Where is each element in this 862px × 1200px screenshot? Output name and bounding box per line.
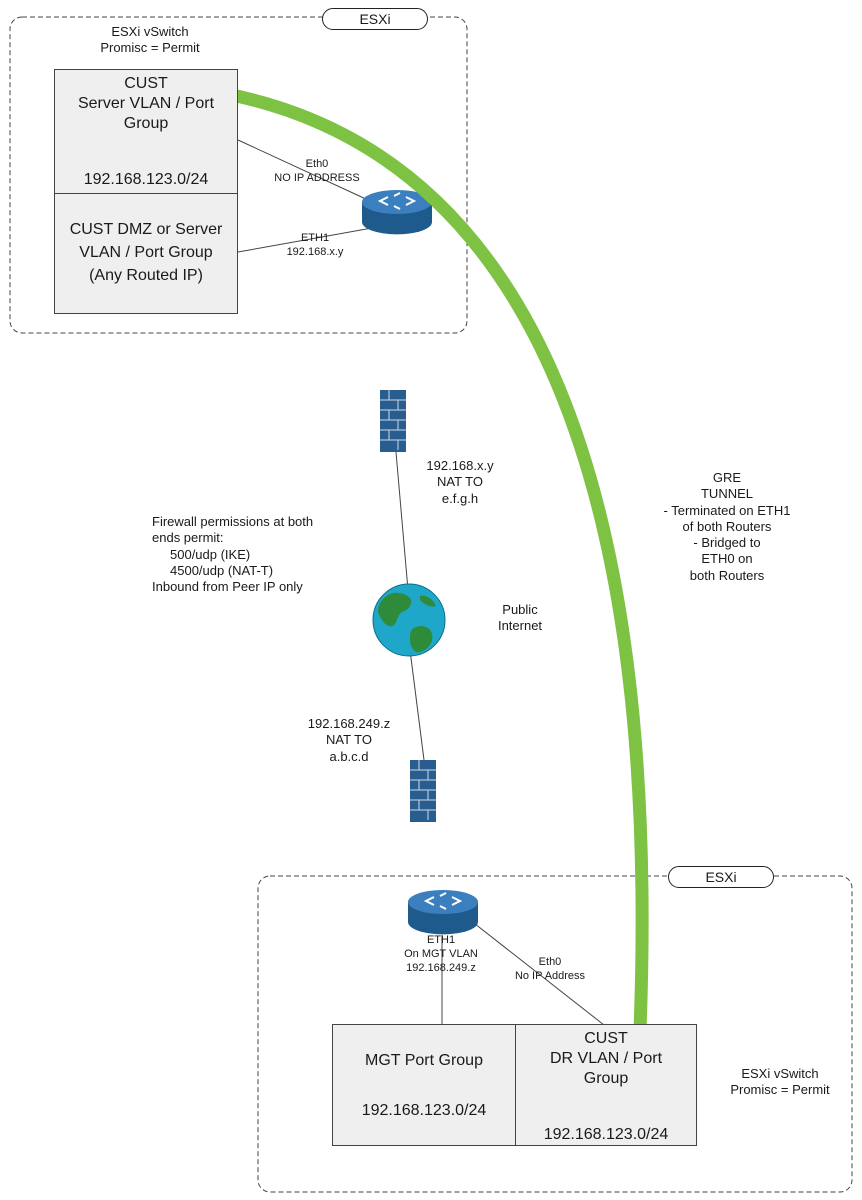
mgt-port-group-title: MGT Port Group [365,1052,483,1069]
top-firewall-icon [380,390,406,452]
bottom-router-icon [408,890,478,935]
mgt-port-group-subnet: 192.168.123.0/24 [361,1102,487,1119]
server-vlan-title: CUST Server VLAN / Port Group [77,75,215,132]
top-vswitch-label: ESXi vSwitch Promisc = Permit [100,24,200,56]
top-esxi-container [9,16,468,334]
bottom-eth1-label: ETH1 On MGT VLAN 192.168.249.z [404,934,478,974]
gre-tunnel-label: GRE TUNNEL - Terminated on ETH1 of both … [663,470,791,583]
dr-vlan-title: CUST DR VLAN / Port Group [549,1030,663,1087]
dr-vlan-subnet: 192.168.123.0/24 [543,1126,669,1143]
bottom-eth0-link [469,919,605,1026]
top-eth0-link [237,139,369,201]
gre-tunnel-line [225,88,649,1037]
top-firewall-link [395,451,409,591]
top-eth0-label: Eth0 NO IP ADDRESS [274,158,360,184]
bottom-esxi-tab: ESXi [668,866,774,888]
bottom-firewall-icon [410,760,436,822]
firewall-permissions-note: Firewall permissions at both ends permit… [152,514,314,594]
bottom-eth0-label: Eth0 No IP Address [514,956,586,982]
dmz-vlan-title: CUST DMZ or Server VLAN / Port Group (An… [69,221,223,285]
bottom-nat-label: 192.168.249.z NAT TO a.b.c.d [307,716,391,764]
top-router-icon [362,190,432,235]
server-vlan-subnet: 192.168.123.0/24 [83,171,209,188]
top-nat-label: 192.168.x.y NAT TO e.f.g.h [426,458,494,506]
top-eth1-label: ETH1 192.168.x.y [286,232,344,258]
dr-vlan-port-group: CUST DR VLAN / Port Group 192.168.123.0/… [515,1024,697,1146]
mgt-port-group: MGT Port Group 192.168.123.0/24 [332,1024,516,1146]
top-esxi-tab: ESXi [322,8,428,30]
bottom-esxi-container [257,875,853,1193]
public-internet-label: Public Internet [497,602,543,634]
server-vlan-port-group: CUST Server VLAN / Port Group 192.168.12… [54,69,238,194]
bottom-vswitch-label: ESXi vSwitch Promisc = Permit [730,1066,830,1098]
bottom-firewall-link [409,649,425,761]
dmz-vlan-port-group: CUST DMZ or Server VLAN / Port Group (An… [54,193,238,314]
top-eth1-link [237,227,373,253]
globe-icon [372,583,446,657]
